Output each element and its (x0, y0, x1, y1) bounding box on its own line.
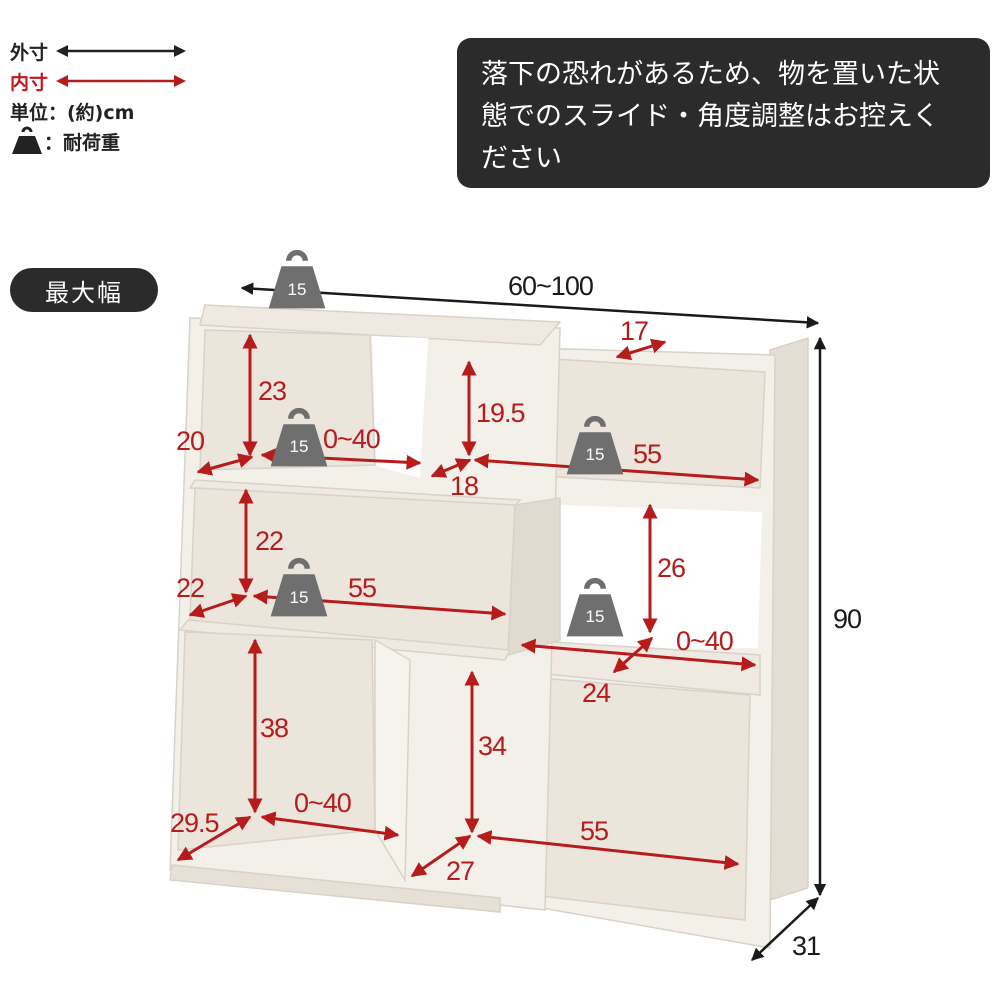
dim-arrow-29-5 (176, 815, 252, 862)
label-24: 24 (582, 678, 611, 708)
outer-width-arrow (240, 282, 820, 329)
mode-label: 最大幅 (45, 278, 123, 307)
outer-depth-label: 31 (792, 931, 820, 961)
label-27: 27 (446, 856, 474, 886)
dim-arrow-22-d (188, 593, 248, 618)
weight-icon-left-top: 15 (271, 411, 328, 467)
dim-arrow-20 (196, 453, 254, 476)
dim-arrow-17 (615, 338, 667, 361)
label-22-d: 22 (176, 573, 204, 603)
svg-text:15: 15 (586, 445, 605, 464)
label-55-c: 55 (580, 816, 608, 846)
label-23: 23 (258, 376, 286, 406)
right-unit-side-panel (769, 336, 809, 902)
outer-dimensions: 60~100 90 31 (240, 271, 862, 961)
svg-text:15: 15 (290, 588, 309, 607)
legend-inner-label: 内寸 (10, 71, 49, 94)
weight-icon-right-top: 15 (567, 419, 624, 475)
dim-arrow-0-40-c (260, 811, 400, 841)
label-22-h: 22 (255, 526, 283, 556)
inner-dimension-labels: 23 20 0~40 17 19.5 55 18 22 22 55 26 0~4… (170, 316, 734, 886)
svg-text:15: 15 (288, 280, 307, 299)
legend-load: ：耐荷重 (10, 126, 186, 156)
outer-width-label: 60~100 (508, 271, 593, 301)
weight-icon-right-middle: 15 (567, 581, 624, 637)
dim-arrow-55-c (476, 829, 740, 871)
label-0-40-b: 0~40 (676, 626, 733, 656)
outer-height-label: 90 (833, 604, 861, 634)
dim-arrow-24 (612, 636, 654, 674)
left-bottom-board (169, 864, 501, 913)
legend-outer-label: 外寸 (10, 41, 49, 64)
legend-outer: 外寸 (10, 36, 187, 66)
caution-notice: 落下の恐れがあるため、物を置いた状態でのスライド・角度調整はお控えください (457, 38, 990, 188)
mode-label-pill: 最大幅 (10, 268, 158, 312)
label-55-a: 55 (633, 439, 661, 469)
legend-unit: 単位：(約)cm (10, 96, 186, 126)
weight-icons: 15 15 15 15 15 (269, 253, 624, 637)
label-17: 17 (620, 316, 648, 346)
label-20: 20 (176, 426, 204, 456)
label-19-5: 19.5 (476, 398, 525, 428)
left-top-gap (372, 336, 428, 478)
label-18: 18 (450, 471, 478, 501)
label-0-40-c: 0~40 (294, 788, 351, 818)
legend: 外寸 内寸 単位：(約)cm ：耐荷重 (10, 36, 187, 156)
legend-inner: 内寸 (10, 66, 187, 96)
label-55-b: 55 (348, 573, 376, 603)
label-29-5: 29.5 (170, 808, 219, 838)
label-26: 26 (657, 553, 685, 583)
legend-load-label: ：耐荷重 (44, 131, 121, 154)
outer-arrow-icon (56, 45, 187, 57)
svg-text:15: 15 (290, 437, 309, 456)
dim-arrow-27 (410, 834, 472, 878)
legend-unit-label: 単位：(約)cm (10, 101, 135, 124)
weight-icon-top: 15 (269, 253, 326, 309)
svg-text:15: 15 (586, 607, 605, 626)
weight-icon-left-middle: 15 (271, 561, 328, 617)
label-0-40-a: 0~40 (323, 424, 380, 454)
weight-icon (12, 126, 42, 154)
label-38: 38 (260, 713, 288, 743)
caution-notice-text: 落下の恐れがあるため、物を置いた状態でのスライド・角度調整はお控えください (481, 59, 940, 174)
dim-arrow-18 (430, 458, 472, 478)
outer-depth-arrow (751, 897, 819, 961)
left-middle-box-side (507, 497, 561, 657)
inner-arrow-icon (56, 75, 187, 87)
label-34: 34 (478, 731, 507, 761)
